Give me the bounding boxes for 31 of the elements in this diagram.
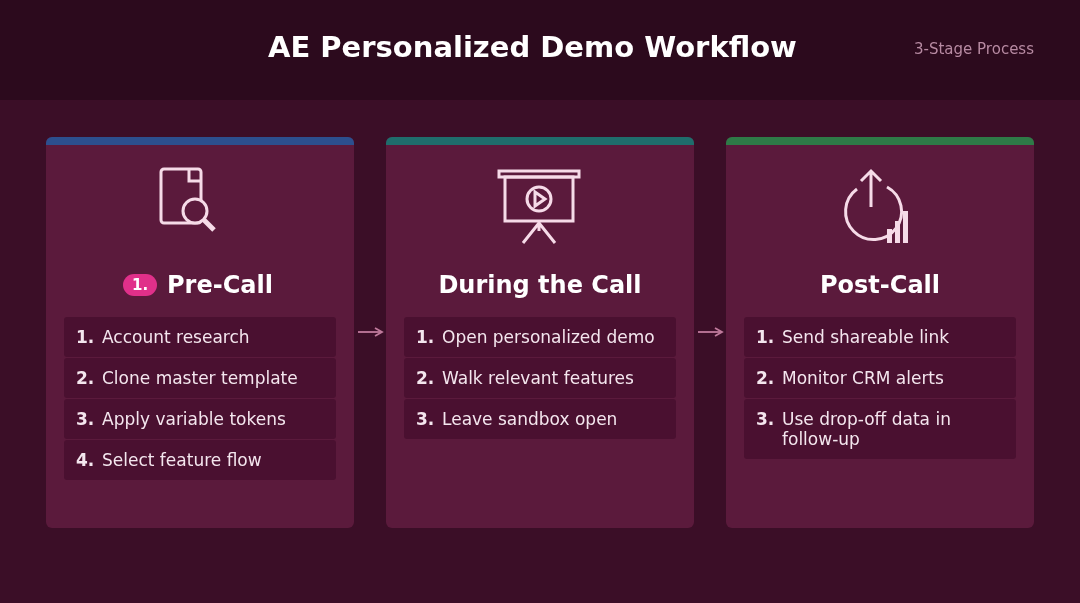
- step-text: Open personalized demo: [442, 327, 656, 347]
- step-badge: 1.: [123, 274, 158, 296]
- step-text: Walk relevant features: [442, 368, 635, 388]
- step-number: 3.: [416, 409, 436, 429]
- step-text: Account research: [102, 327, 251, 347]
- step-text: Apply variable tokens: [102, 409, 287, 429]
- step-text: Leave sandbox open: [442, 409, 619, 429]
- stage-card: [46, 137, 354, 528]
- step-number: 3.: [76, 409, 96, 429]
- subtitle: 3-Stage Process: [914, 40, 1034, 58]
- step-number: 2.: [416, 368, 436, 388]
- title: AE Personalized Demo Workflow: [268, 30, 797, 64]
- stage-heading: Post-Call: [819, 271, 941, 299]
- stage-card: [386, 137, 694, 528]
- step-text: Use drop-off data in follow-up: [782, 409, 952, 449]
- stage-heading: During the Call: [438, 271, 642, 299]
- step-text: Select feature flow: [102, 450, 263, 470]
- stage-card: [726, 137, 1034, 528]
- step-number: 2.: [756, 368, 776, 388]
- arrow: [697, 327, 723, 337]
- arrow: [357, 327, 383, 337]
- step-text: Monitor CRM alerts: [782, 368, 945, 388]
- step-number: 4.: [76, 450, 96, 470]
- step-text: Clone master template: [102, 368, 299, 388]
- step-text: Send shareable link: [782, 327, 951, 347]
- step-number: 1.: [76, 327, 96, 347]
- stage-heading: Pre-Call: [167, 271, 273, 299]
- step-number: 1.: [756, 327, 776, 347]
- step-number: 1.: [416, 327, 436, 347]
- step-number: 3.: [756, 409, 776, 431]
- step-number: 2.: [76, 368, 96, 388]
